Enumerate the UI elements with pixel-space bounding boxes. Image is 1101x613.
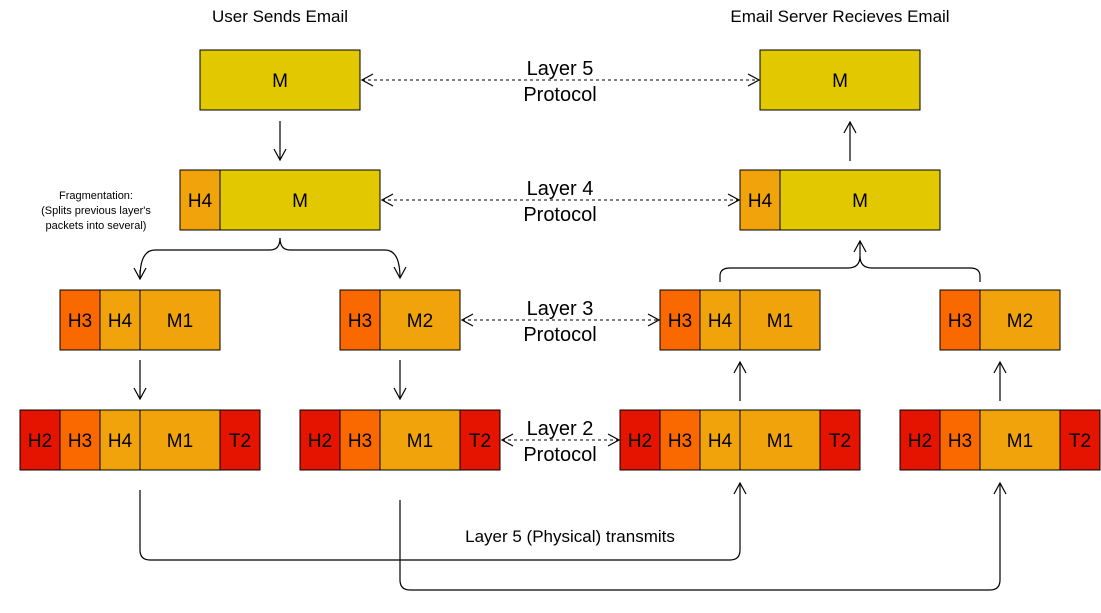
l3-sender-frag1-h4-cell xyxy=(99,289,141,351)
l2-receiver-frag2-t2-cell xyxy=(1059,409,1101,471)
fragmentation-note-line2: packets into several) xyxy=(46,220,147,232)
l2-receiver-frag2-m1-label: M1 xyxy=(1007,431,1033,452)
l2-receiver-frag2-h3-label: H3 xyxy=(948,431,972,452)
layer2-protocol-label-line1: Layer 2 xyxy=(527,418,594,440)
fragmentation-note-line1: (Splits previous layer's xyxy=(41,205,151,217)
sender-fragmentation-brace xyxy=(139,237,407,280)
l2-sender-frag1-h3-cell xyxy=(59,409,101,471)
l3-sender-frag1-h3-label: H3 xyxy=(68,311,92,332)
l2-receiver-frag1-m1-label: M1 xyxy=(767,431,793,452)
l3-receiver-frag2-h3-label: H3 xyxy=(948,311,972,332)
l4-receiver-message-label: M xyxy=(852,191,868,212)
packet-l3-sender-frag2: H3 M2 xyxy=(339,289,461,351)
receiver-reassembly-brace xyxy=(719,255,981,282)
l2-receiver-frag1-h4-label: H4 xyxy=(708,431,733,452)
l3-receiver-frag1-h3-label: H3 xyxy=(668,311,692,332)
physical-link-frag2 xyxy=(399,481,1007,591)
packet-l2-receiver-frag1: H2 H3 H4 M1 T2 xyxy=(619,409,861,471)
l3-sender-frag1-m1-cell xyxy=(139,289,221,351)
packet-l3-receiver-frag1: H3 H4 M1 xyxy=(659,289,821,351)
l5-sender-message-label: M xyxy=(272,71,288,92)
l3-sender-frag2-h3-label: H3 xyxy=(348,311,372,332)
l2-sender-frag1-m1-cell xyxy=(139,409,221,471)
l2-sender-frag1-m1-label: M1 xyxy=(167,431,193,452)
sender-header: User Sends Email xyxy=(212,7,348,26)
l2-sender-frag1-t2-label: T2 xyxy=(229,431,251,452)
packet-l5-sender: M xyxy=(199,49,361,111)
l2-sender-frag1-h2-label: H2 xyxy=(28,431,52,452)
l2-receiver-frag1-h2-label: H2 xyxy=(628,431,652,452)
l3-receiver-frag1-m1-cell xyxy=(739,289,821,351)
l5-receiver-message-label: M xyxy=(832,71,848,92)
l2-sender-frag2-h2-cell xyxy=(299,409,341,471)
l2-receiver-frag1-t2-cell xyxy=(819,409,861,471)
l2-sender-frag2-m1-label: M1 xyxy=(407,431,433,452)
l4-sender-message-label: M xyxy=(292,191,308,212)
layer4-protocol-label-line1: Layer 4 xyxy=(527,178,594,200)
layer3-protocol-label-line1: Layer 3 xyxy=(527,298,594,320)
l2-sender-frag2-t2-label: T2 xyxy=(469,431,491,452)
l2-sender-frag2-h2-label: H2 xyxy=(308,431,332,452)
packet-l2-sender-frag1: H2 H3 H4 M1 T2 xyxy=(19,409,261,471)
l3-sender-frag2-m2-label: M2 xyxy=(407,311,433,332)
l3-receiver-frag1-h4-cell xyxy=(699,289,741,351)
l2-sender-frag1-h3-label: H3 xyxy=(68,431,92,452)
l2-receiver-frag1-h3-label: H3 xyxy=(668,431,692,452)
l3-receiver-frag1-m1-label: M1 xyxy=(767,311,793,332)
l3-receiver-frag1-h4-label: H4 xyxy=(708,311,733,332)
packet-l5-receiver: M xyxy=(759,49,921,111)
l3-receiver-frag2-m2-label: M2 xyxy=(1007,311,1033,332)
l2-receiver-frag1-h4-cell xyxy=(699,409,741,471)
packet-l3-sender-frag1: H3 H4 M1 xyxy=(59,289,221,351)
l2-sender-frag1-h2-cell xyxy=(19,409,61,471)
l4-sender-h4-cell xyxy=(179,169,221,231)
l3-sender-frag1-h4-label: H4 xyxy=(108,311,133,332)
l2-receiver-frag2-h2-label: H2 xyxy=(908,431,932,452)
l3-receiver-frag2-m2-cell xyxy=(979,289,1061,351)
l4-sender-h4-label: H4 xyxy=(188,191,213,212)
packet-l4-receiver: H4 M xyxy=(739,169,941,231)
l2-receiver-frag1-h3-cell xyxy=(659,409,701,471)
layer4-protocol-label-line2: Protocol xyxy=(523,204,596,226)
l2-sender-frag2-m1-cell xyxy=(379,409,461,471)
layer5-protocol-label-line1: Layer 5 xyxy=(527,58,594,80)
l3-receiver-frag1-h3-cell xyxy=(659,289,701,351)
packet-l3-receiver-frag2: H3 M2 xyxy=(939,289,1061,351)
l2-receiver-frag1-t2-label: T2 xyxy=(829,431,851,452)
physical-transmit-label: Layer 5 (Physical) transmits xyxy=(465,527,675,546)
layer5-protocol-label-line2: Protocol xyxy=(523,84,596,106)
l2-receiver-frag1-m1-cell xyxy=(739,409,821,471)
l2-receiver-frag2-t2-label: T2 xyxy=(1069,431,1091,452)
l2-sender-frag1-t2-cell xyxy=(219,409,261,471)
l2-receiver-frag2-h2-cell xyxy=(899,409,941,471)
l2-sender-frag2-h3-label: H3 xyxy=(348,431,372,452)
l3-sender-frag2-h3-cell xyxy=(339,289,381,351)
packet-l2-sender-frag2: H2 H3 M1 T2 xyxy=(299,409,501,471)
physical-link-frag1 xyxy=(139,481,747,561)
layer3-protocol-label-line2: Protocol xyxy=(523,324,596,346)
l4-receiver-h4-label: H4 xyxy=(748,191,773,212)
l4-sender-message-cell xyxy=(219,169,381,231)
packet-l2-receiver-frag2: H2 H3 M1 T2 xyxy=(899,409,1101,471)
l4-receiver-h4-cell xyxy=(739,169,781,231)
receiver-header: Email Server Recieves Email xyxy=(730,7,949,26)
packet-l4-sender: H4 M xyxy=(179,169,381,231)
l5-sender-message-cell xyxy=(199,49,361,111)
l2-sender-frag1-h4-label: H4 xyxy=(108,431,133,452)
l3-sender-frag2-m2-cell xyxy=(379,289,461,351)
l3-sender-frag1-m1-label: M1 xyxy=(167,311,193,332)
l2-sender-frag2-t2-cell xyxy=(459,409,501,471)
l4-receiver-message-cell xyxy=(779,169,941,231)
layer2-protocol-label-line2: Protocol xyxy=(523,444,596,466)
fragmentation-note-title: Fragmentation: xyxy=(59,190,133,202)
